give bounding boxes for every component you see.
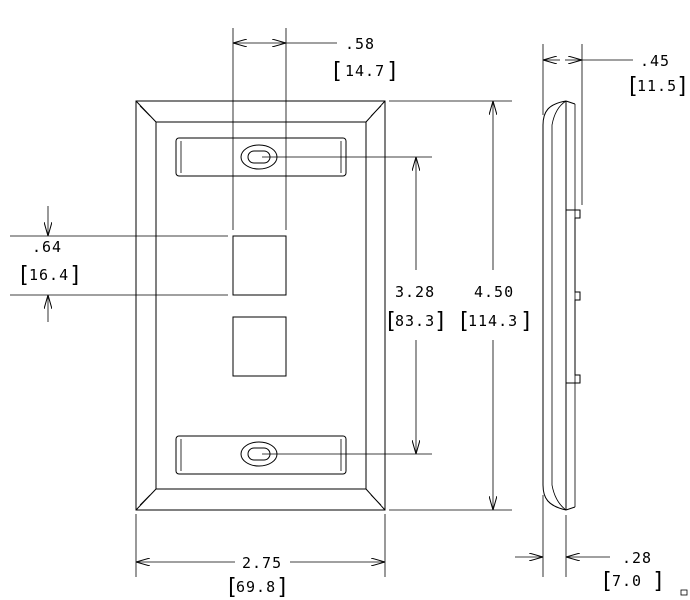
dim-depth-top-mm: 11.5	[637, 77, 677, 95]
dim-depth-top: .45 [ 11.5 ]	[542, 44, 689, 205]
plate-bevel	[155, 121, 367, 490]
dim-plate-height-mm: 114.3	[468, 312, 518, 330]
module-opening-2	[232, 316, 287, 377]
svg-text:]: ]	[386, 59, 399, 84]
svg-text:]: ]	[652, 569, 665, 594]
svg-text:[: [	[384, 309, 397, 334]
svg-text:]: ]	[276, 575, 289, 600]
svg-text:]: ]	[520, 309, 533, 334]
dim-module-width-mm: 14.7	[345, 62, 385, 80]
dim-module-width: .58 [ 14.7 ]	[232, 28, 399, 230]
plate-outline	[135, 100, 386, 511]
svg-text:[: [	[330, 59, 343, 84]
dim-screw-spacing: 3.28 [ 83.3 ]	[262, 156, 447, 455]
dim-plate-width: 2.75 [ 69.8 ]	[135, 514, 386, 600]
svg-text:[: [	[457, 309, 470, 334]
dim-plate-height: 4.50 [ 114.3 ]	[389, 100, 533, 511]
side-view	[542, 100, 581, 511]
dim-depth-bottom: .28 [ 7.0 ]	[515, 495, 665, 594]
svg-text:[: [	[225, 575, 238, 600]
svg-text:]: ]	[434, 309, 447, 334]
dim-screw-spacing-mm: 83.3	[395, 312, 435, 330]
dim-plate-width-mm: 69.8	[236, 578, 276, 596]
svg-text:]: ]	[69, 263, 82, 288]
dim-module-height: .64 [ 16.4 ]	[10, 206, 228, 322]
svg-text:]: ]	[676, 74, 689, 99]
dim-plate-height-inch: 4.50	[474, 283, 514, 301]
bottom-screw-slot	[175, 435, 347, 475]
dim-screw-spacing-inch: 3.28	[395, 283, 435, 301]
dim-module-width-inch: .58	[345, 35, 375, 53]
svg-text:[: [	[626, 74, 639, 99]
dim-depth-bottom-mm: 7.0	[612, 572, 642, 590]
module-opening-1	[232, 235, 287, 296]
corner-mark-icon	[680, 589, 688, 596]
dim-depth-top-inch: .45	[640, 52, 670, 70]
front-view	[135, 100, 386, 511]
dim-module-height-mm: 16.4	[29, 266, 69, 284]
svg-text:[: [	[600, 569, 613, 594]
svg-text:[: [	[17, 263, 30, 288]
dim-depth-bottom-inch: .28	[622, 549, 652, 567]
mount-clip	[566, 209, 581, 384]
dim-module-height-inch: .64	[32, 238, 62, 256]
dim-plate-width-inch: 2.75	[242, 554, 282, 572]
